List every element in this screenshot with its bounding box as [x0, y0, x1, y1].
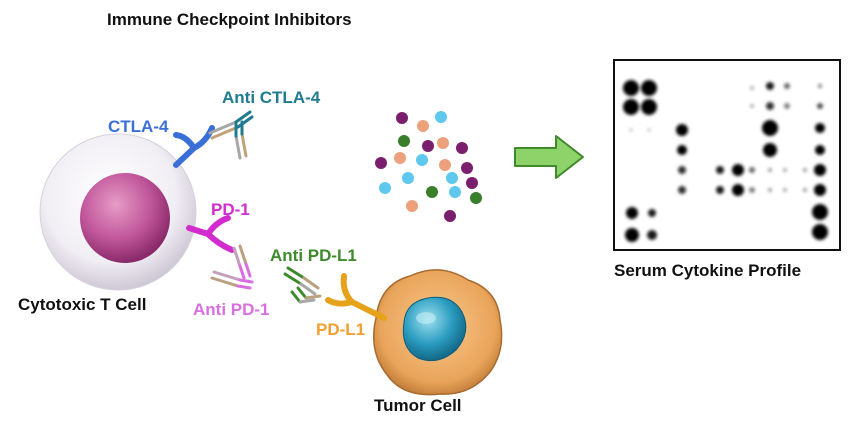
cytokine-dot	[456, 142, 468, 154]
pdl1-label: PD-L1	[316, 320, 366, 339]
cytokine-dot	[416, 154, 428, 166]
cytokine-dot	[394, 152, 406, 164]
blot-spot	[818, 84, 822, 88]
anti-pd1-antibody-icon	[210, 244, 254, 290]
blot-spot	[623, 99, 639, 115]
cytokine-dot	[470, 192, 482, 204]
blot-spot	[625, 228, 639, 242]
blot-spot	[784, 103, 790, 109]
blot-spot	[814, 164, 826, 176]
t-cell-label: Cytotoxic T Cell	[18, 295, 147, 314]
cytokine-dot	[398, 135, 410, 147]
anti-pdl1-antibody-icon	[283, 266, 322, 304]
cytokine-cluster	[375, 111, 482, 222]
pdl1-receptor-icon	[325, 273, 387, 321]
blot-spot	[750, 104, 754, 108]
blot-spot	[762, 120, 778, 136]
blot-spot	[812, 224, 828, 240]
tumor-cell-icon	[373, 269, 503, 396]
blot-spot	[641, 99, 657, 115]
blot-spot	[749, 167, 755, 173]
cytokine-dot	[396, 112, 408, 124]
tumor-cell-label: Tumor Cell	[374, 396, 462, 415]
blot-spot	[803, 188, 807, 192]
blot-spot	[626, 207, 638, 219]
cytokine-dot	[446, 172, 458, 184]
cytokine-dot	[461, 162, 473, 174]
diagram-title: Immune Checkpoint Inhibitors	[107, 10, 352, 29]
blot-spot	[815, 145, 825, 155]
blot-spot	[716, 166, 724, 174]
blot-spot	[817, 103, 823, 109]
pd1-label: PD-1	[211, 200, 250, 219]
cytokine-dot	[435, 111, 447, 123]
blot-spot	[623, 80, 639, 96]
blot-spot	[647, 128, 651, 132]
anti-pdl1-label: Anti PD-L1	[270, 246, 357, 265]
cytokine-dot	[375, 157, 387, 169]
blot-spot	[750, 86, 754, 90]
blot-spot	[647, 230, 657, 240]
blot-spot	[641, 80, 657, 96]
blot-spot	[812, 204, 828, 220]
cytokine-dot	[402, 172, 414, 184]
blot-spot	[814, 184, 826, 196]
cytokine-dot	[439, 159, 451, 171]
t-cell-icon	[39, 133, 197, 291]
blot-spot	[629, 128, 633, 132]
cytokine-dot	[449, 186, 461, 198]
blot-spot	[732, 164, 744, 176]
cytokine-dot	[437, 137, 449, 149]
blot-spot	[648, 209, 656, 217]
anti-ctla4-label: Anti CTLA-4	[222, 88, 321, 107]
blot-spot	[732, 184, 744, 196]
blot-spot	[815, 123, 825, 133]
blot-spot	[749, 187, 755, 193]
anti-ctla4-antibody-icon	[208, 110, 254, 160]
blot-spot	[763, 143, 777, 157]
blot-spot	[677, 145, 687, 155]
ctla4-receptor-icon	[173, 125, 215, 168]
blot-spot	[768, 188, 772, 192]
blot-spot	[766, 102, 774, 110]
right-arrow-icon	[514, 135, 584, 179]
anti-pd1-label: Anti PD-1	[193, 300, 270, 319]
blot-spot	[784, 83, 790, 89]
cytokine-profile-label: Serum Cytokine Profile	[614, 261, 802, 280]
blot-spot	[803, 168, 807, 172]
cytokine-dot	[426, 186, 438, 198]
blot-spot	[783, 188, 787, 192]
cytokine-dot	[379, 182, 391, 194]
blot-spot	[716, 186, 724, 194]
blot-spot	[678, 186, 686, 194]
blot-spot	[766, 82, 774, 90]
ctla4-label: CTLA-4	[108, 117, 169, 136]
cytokine-dot	[406, 200, 418, 212]
cytokine-array-blot-icon	[613, 59, 841, 251]
cytokine-dot	[422, 140, 434, 152]
cytokine-dot	[417, 120, 429, 132]
blot-spot	[678, 166, 686, 174]
blot-spot	[783, 168, 787, 172]
pd1-receptor-icon	[186, 215, 235, 253]
cytokine-dot	[466, 177, 478, 189]
cytokine-dot	[444, 210, 456, 222]
blot-spot	[768, 168, 772, 172]
blot-spot	[676, 124, 688, 136]
